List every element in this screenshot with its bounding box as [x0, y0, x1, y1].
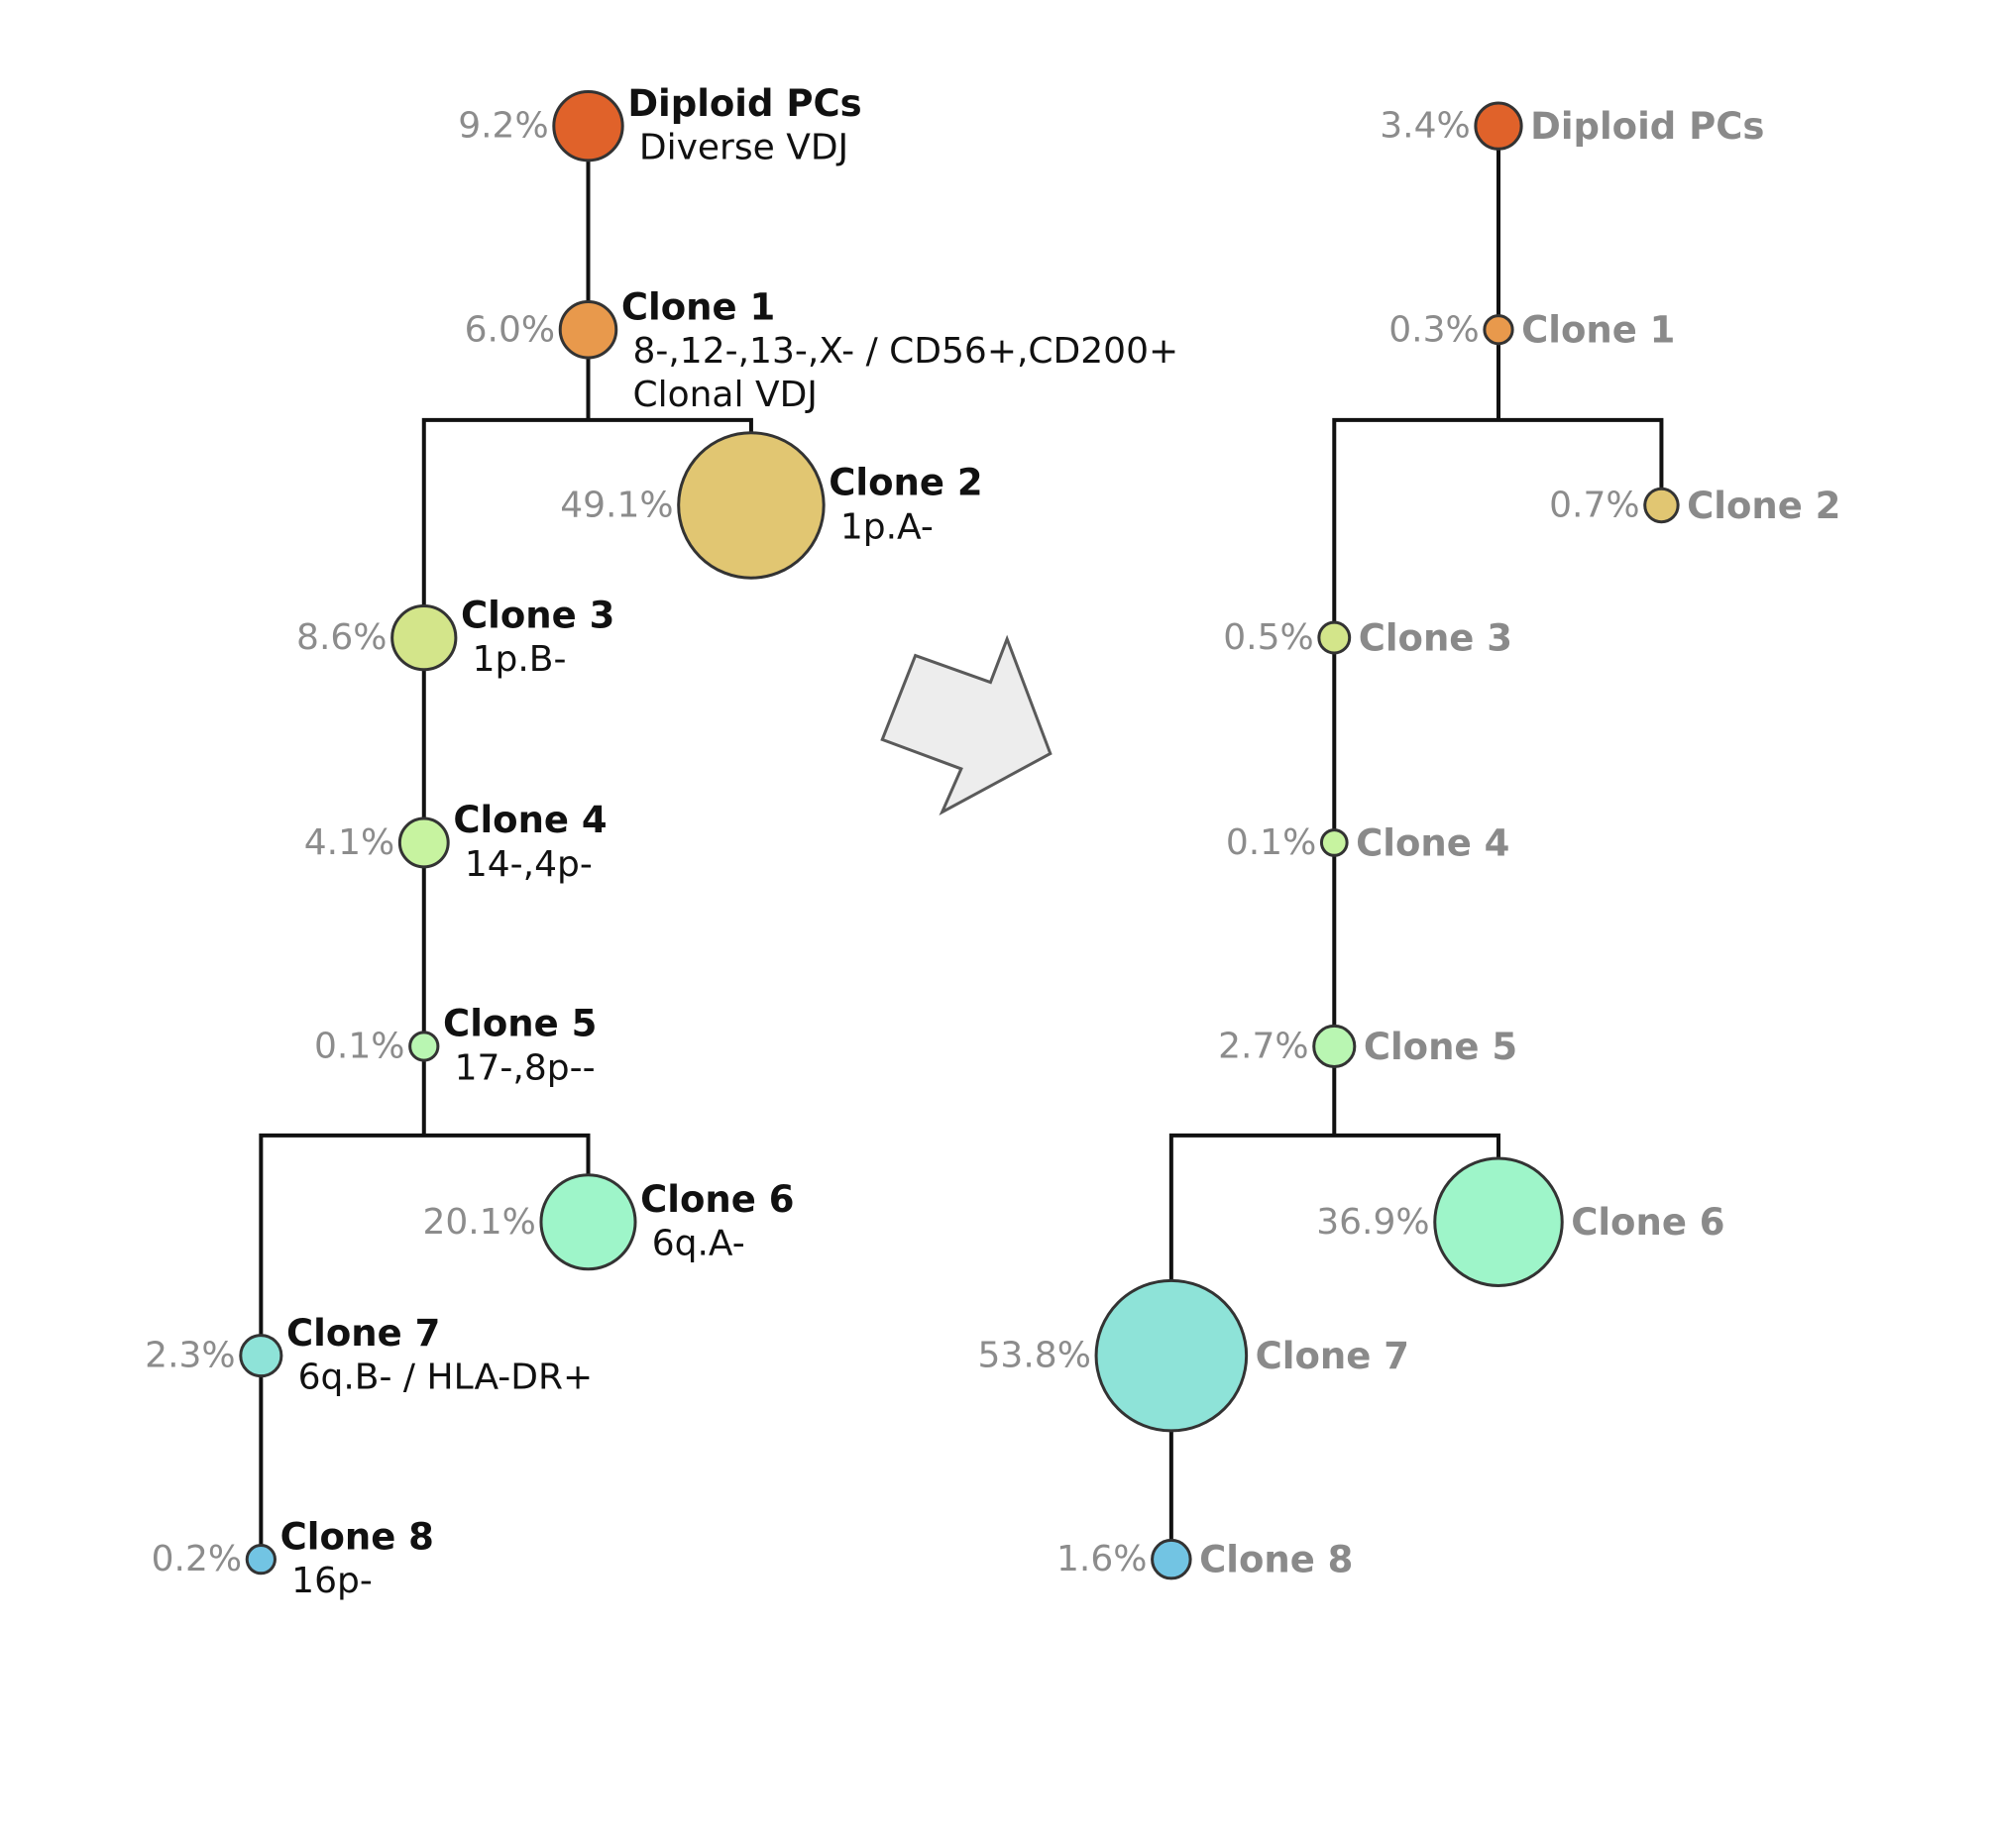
left-clone7-percent: 2.3%	[145, 1336, 235, 1376]
block-arrow-icon	[880, 634, 1053, 815]
left-diploid-percent: 9.2%	[458, 106, 548, 147]
right-clone6-percent: 36.9%	[1316, 1202, 1429, 1243]
right-diploid-node	[1474, 101, 1523, 151]
left-clone6-percent: 20.1%	[422, 1202, 535, 1243]
left-diploid-description-0: Diverse VDJ	[639, 128, 848, 168]
left-clone3-description-0: 1p.B-	[473, 639, 567, 680]
left-clone5-description-0: 17-,8p--	[455, 1047, 596, 1088]
left-clone7-name: Clone 7	[286, 1312, 440, 1355]
left-diploid-name: Diploid PCs	[627, 82, 861, 125]
left-clone1-description-0: 8-,12-,13-,X- / CD56+,CD200+	[632, 331, 1178, 372]
left-clone4-node	[397, 816, 450, 869]
right-clone5-percent: 2.7%	[1218, 1027, 1308, 1067]
right-diploid-percent: 3.4%	[1380, 106, 1470, 147]
left-clone8-percent: 0.2%	[152, 1539, 242, 1579]
left-clone2-name: Clone 2	[829, 462, 982, 504]
left-clone7-node	[239, 1334, 283, 1378]
right-clone5-node	[1312, 1024, 1357, 1069]
left-clone6-node	[539, 1173, 637, 1271]
right-clone1-name: Clone 1	[1521, 309, 1675, 352]
right-clone7-percent: 53.8%	[978, 1336, 1091, 1376]
left-clone4-name: Clone 4	[453, 799, 607, 841]
left-clone4-percent: 4.1%	[304, 822, 394, 863]
right-clone3-name: Clone 3	[1359, 616, 1512, 659]
left-clone1-percent: 6.0%	[465, 309, 555, 350]
right-clone2-name: Clone 2	[1687, 485, 1840, 527]
right-clone6-name: Clone 6	[1571, 1201, 1724, 1244]
right-clone1-percent: 0.3%	[1388, 309, 1479, 350]
left-clone5-percent: 0.1%	[314, 1027, 404, 1067]
transition-arrow	[880, 634, 1053, 815]
right-clone5-name: Clone 5	[1364, 1026, 1517, 1068]
right-clone3-node	[1317, 620, 1352, 655]
left-clone8-description-0: 16p-	[291, 1561, 373, 1601]
right-clone2-node	[1643, 487, 1680, 524]
right-clone4-node	[1319, 828, 1349, 857]
left-clone6-description-0: 6q.A-	[652, 1224, 745, 1264]
right-clone3-percent: 0.5%	[1223, 617, 1313, 658]
tree-nodes	[239, 89, 1680, 1580]
left-diploid-node	[552, 89, 624, 163]
right-clone8-node	[1151, 1538, 1192, 1580]
right-clone4-name: Clone 4	[1356, 821, 1509, 864]
left-clone1-node	[558, 299, 618, 360]
left-clone8-node	[245, 1544, 277, 1576]
right-clone7-node	[1094, 1278, 1249, 1433]
left-clone1-name: Clone 1	[621, 285, 775, 328]
left-clone7-description-0: 6q.B- / HLA-DR+	[298, 1358, 594, 1398]
left-clone3-percent: 8.6%	[296, 617, 387, 658]
left-clone5-node	[408, 1031, 440, 1062]
left-clone5-name: Clone 5	[443, 1003, 597, 1045]
right-clone2-percent: 0.7%	[1549, 486, 1639, 526]
right-tree-edge-1	[1332, 417, 1664, 638]
right-clone8-percent: 1.6%	[1056, 1539, 1147, 1579]
left-clone2-percent: 49.1%	[560, 486, 673, 526]
right-diploid-name: Diploid PCs	[1530, 105, 1764, 148]
left-clone2-description-0: 1p.A-	[840, 506, 934, 547]
left-clone6-name: Clone 6	[640, 1178, 794, 1221]
right-clone7-name: Clone 7	[1256, 1335, 1409, 1377]
right-clone6-node	[1433, 1156, 1564, 1287]
left-clone3-node	[390, 603, 458, 672]
right-clone8-name: Clone 8	[1199, 1539, 1353, 1581]
right-clone1-node	[1483, 314, 1514, 346]
left-clone1-description-1: Clonal VDJ	[632, 375, 817, 415]
right-clone4-percent: 0.1%	[1226, 822, 1316, 863]
left-clone8-name: Clone 8	[280, 1515, 434, 1558]
left-clone4-description-0: 14-,4p-	[465, 844, 593, 885]
left-clone2-node	[677, 431, 826, 580]
left-clone3-name: Clone 3	[461, 594, 614, 636]
